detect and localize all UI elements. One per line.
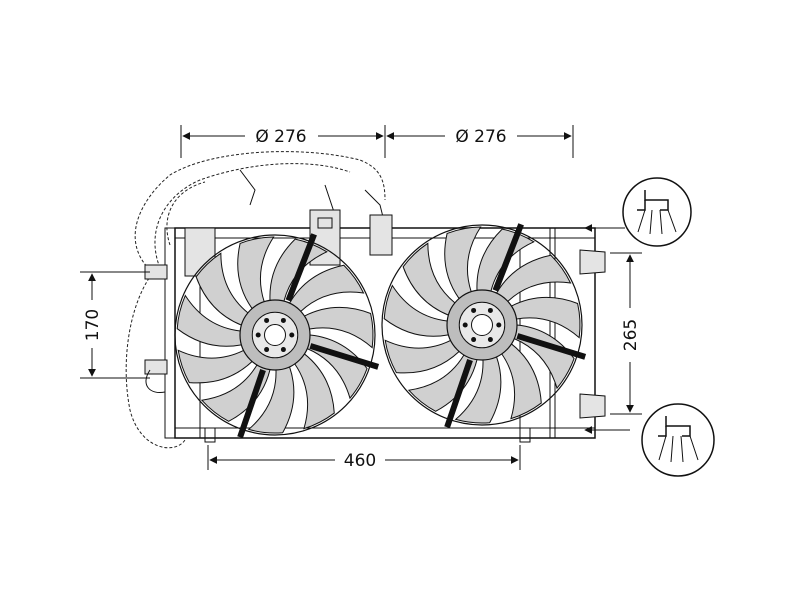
motor-arm: [309, 343, 380, 370]
right-diameter-label: Ø 276: [455, 127, 506, 147]
right-tabs: [579, 249, 606, 419]
fan-blade: [383, 284, 449, 337]
connector-icon-top: [622, 177, 692, 247]
fan-blade: [501, 343, 542, 420]
fan-blade: [510, 296, 581, 339]
dim-overall-width: 460: [207, 445, 521, 471]
connector-callout-bottom: [584, 403, 715, 477]
connector-icon-bottom: [641, 403, 715, 477]
fan-blade: [294, 353, 335, 430]
fan-blade: [407, 354, 478, 412]
left-connectors: [144, 264, 168, 394]
fan-blade: [237, 236, 275, 310]
overall-width-label: 460: [344, 451, 376, 471]
fan-blade: [444, 226, 482, 300]
fan-blade: [303, 306, 374, 349]
fan-blade: [402, 242, 456, 316]
right-height-label: 265: [621, 319, 641, 351]
dim-left-diameter: Ø 276: [180, 125, 386, 158]
dim-right-diameter: Ø 276: [386, 125, 574, 158]
motor-arm: [444, 359, 473, 429]
dim-right-height: 265: [610, 252, 642, 415]
fan-blade: [200, 364, 271, 422]
fan-blade: [247, 366, 295, 434]
fan-blade: [288, 264, 365, 312]
left-height-label: 170: [83, 309, 103, 341]
connector-callout-top: [584, 177, 692, 247]
fan-blade: [454, 356, 502, 424]
fan-blade: [384, 339, 460, 374]
left-diameter-label: Ø 276: [255, 127, 306, 147]
fan-blade: [177, 349, 253, 384]
motor-arm: [285, 233, 317, 302]
right-fan: [381, 223, 587, 429]
fan-blade: [495, 254, 572, 302]
motor-arm: [492, 223, 524, 292]
fan-blade: [195, 252, 249, 326]
motor-arm: [516, 333, 587, 360]
left-fan: [174, 233, 380, 439]
dim-left-height: 170: [80, 271, 150, 379]
motor-arm: [237, 369, 266, 439]
fan-blade: [176, 294, 242, 347]
